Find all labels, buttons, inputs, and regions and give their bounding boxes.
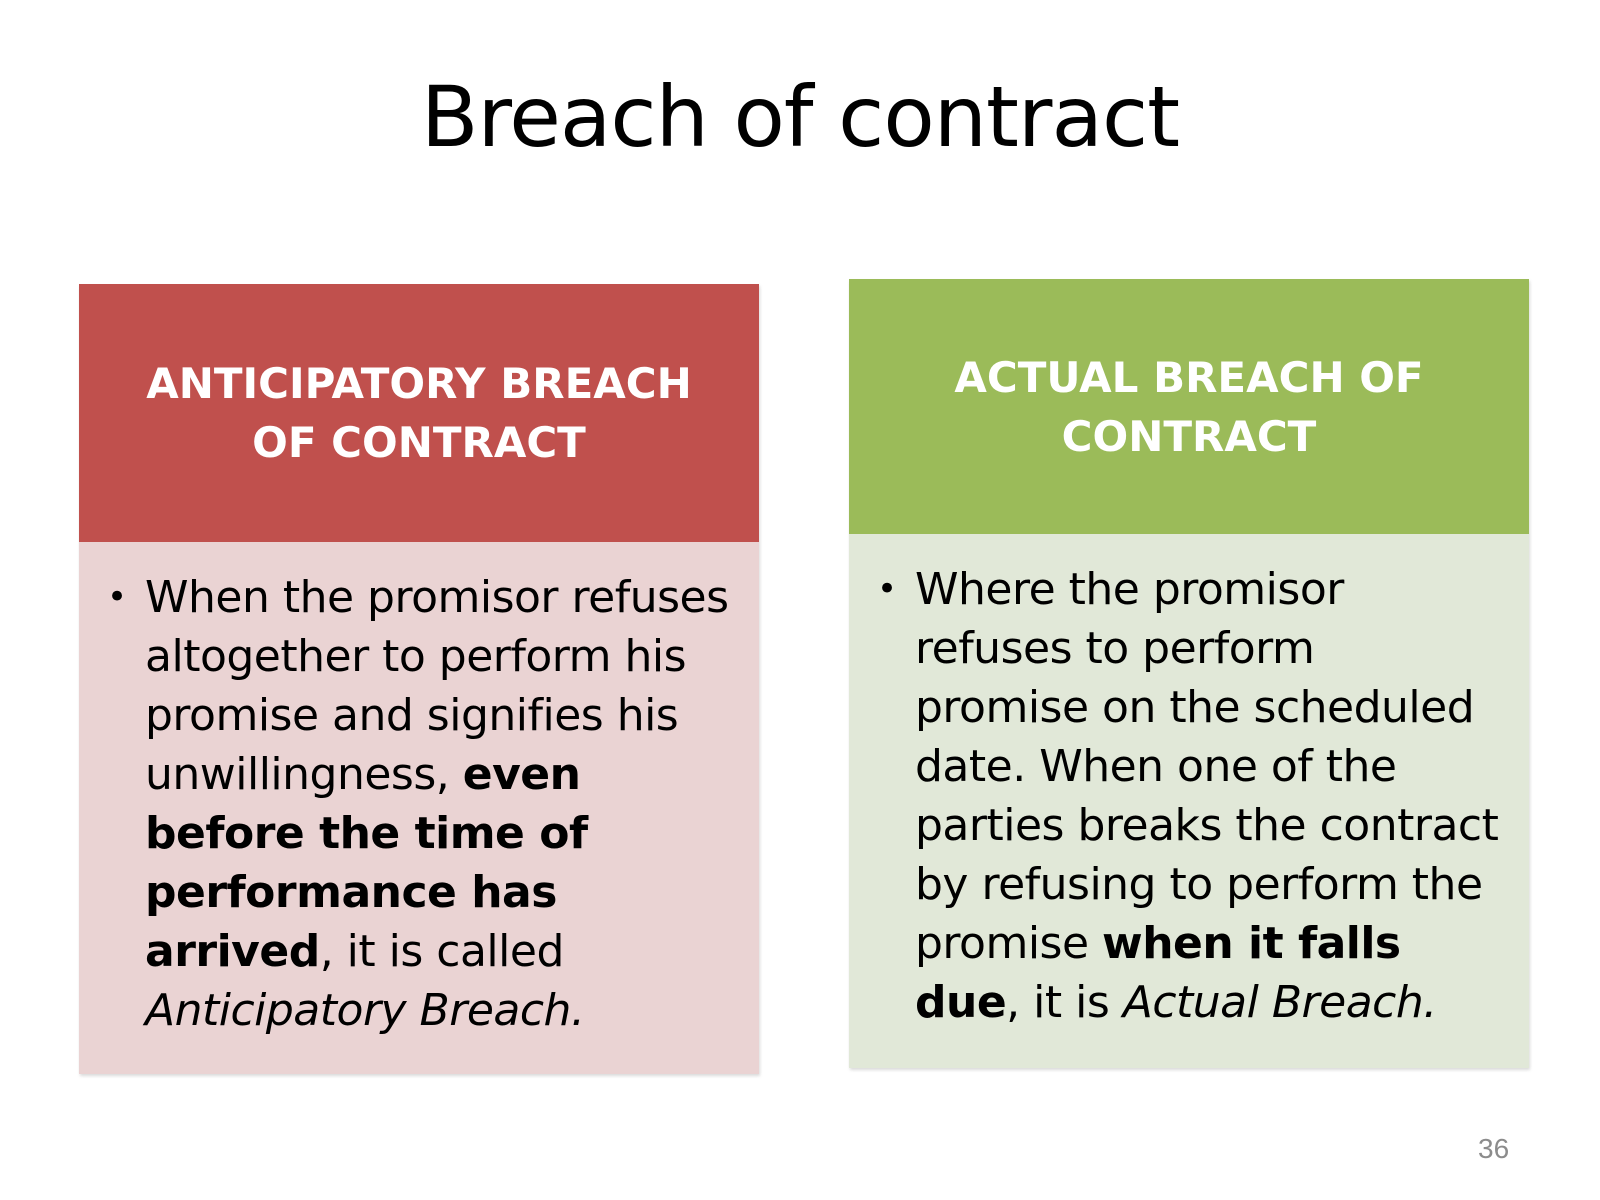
italic-text: Actual Breach. xyxy=(1122,977,1437,1028)
anticipatory-breach-heading: ANTICIPATORY BREACH OF CONTRACT xyxy=(79,284,759,542)
bullet-item: • Where the promisor refuses to perform … xyxy=(877,560,1499,1032)
actual-breach-body: • Where the promisor refuses to perform … xyxy=(849,534,1529,1068)
anticipatory-breach-body: • When the promisor refuses altogether t… xyxy=(79,542,759,1074)
actual-breach-heading: ACTUAL BREACH OF CONTRACT xyxy=(849,279,1529,534)
actual-breach-panel: ACTUAL BREACH OF CONTRACT • Where the pr… xyxy=(849,279,1529,1068)
bullet-text: Where the promisor refuses to perform pr… xyxy=(915,560,1499,1032)
anticipatory-breach-panel: ANTICIPATORY BREACH OF CONTRACT • When t… xyxy=(79,284,759,1074)
text-mid: , it is xyxy=(1006,977,1123,1028)
text-before: Where the promisor refuses to perform pr… xyxy=(915,564,1499,969)
bold-text: when it falls due xyxy=(915,918,1401,1028)
italic-text: Anticipatory Breach. xyxy=(145,985,585,1036)
text-before: When the promisor refuses altogether to … xyxy=(145,572,729,800)
bullet-icon: • xyxy=(877,569,898,609)
bullet-item: • When the promisor refuses altogether t… xyxy=(107,568,729,1040)
bold-text: even before the time of performance has … xyxy=(145,749,588,977)
page-number: 36 xyxy=(1478,1133,1510,1164)
bullet-text: When the promisor refuses altogether to … xyxy=(145,568,729,1040)
slide-title: Breach of contract xyxy=(420,68,1180,166)
text-mid: , it is called xyxy=(319,926,565,977)
bullet-icon: • xyxy=(107,577,128,617)
